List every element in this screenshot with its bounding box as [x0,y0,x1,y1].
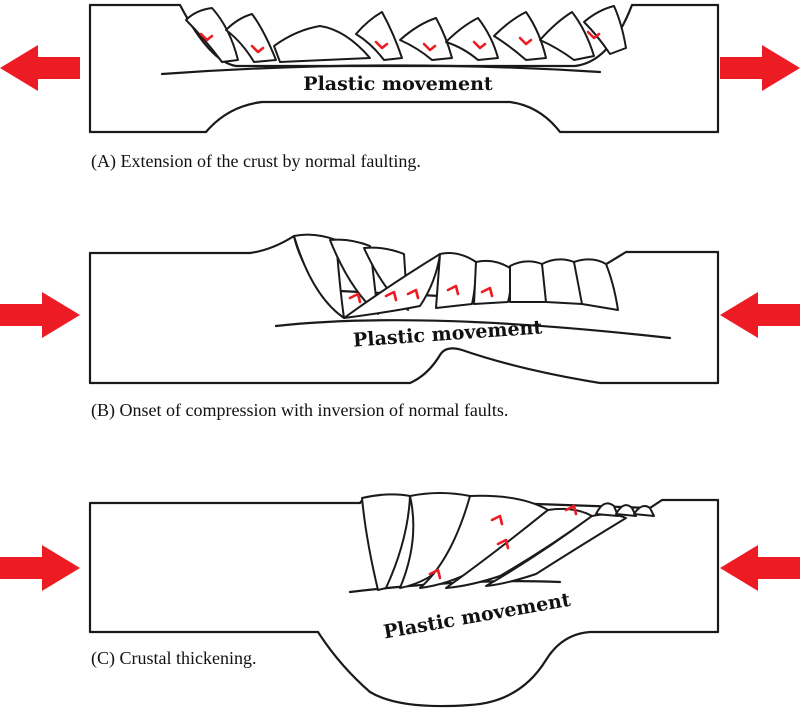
panel-a-fault-markers [199,30,601,54]
panel-c: Plastic movement (C) Crustal thickening. [0,492,800,708]
panel-a-right-arrow [720,45,800,91]
panel-b-caption: (B) Onset of compression with inversion … [91,400,508,421]
panel-a-crust [88,3,720,134]
panel-b: Plastic movement (B) Onset of compressio… [0,233,800,421]
panel-a-fault-blocks [185,5,627,63]
panel-a-left-arrow [0,45,80,91]
panel-b-detachment [274,319,672,340]
panel-c-left-arrow [0,545,80,591]
panel-c-thrust-slices [361,492,655,591]
panel-a-plastic-label: Plastic movement [303,73,493,95]
panel-b-fault-markers [348,284,494,304]
panel-c-fault-markers [428,504,578,580]
panel-b-right-arrow [720,292,800,338]
panel-a: Plastic movement (A) Extension of the cr… [0,3,800,172]
panel-a-caption: (A) Extension of the crust by normal fau… [91,151,421,172]
panel-b-fault-blocks [293,233,619,319]
panel-c-caption: (C) Crustal thickening. [91,648,256,669]
panel-c-right-arrow [720,545,800,591]
panel-b-left-arrow [0,292,80,338]
panel-a-detachment [160,64,602,76]
